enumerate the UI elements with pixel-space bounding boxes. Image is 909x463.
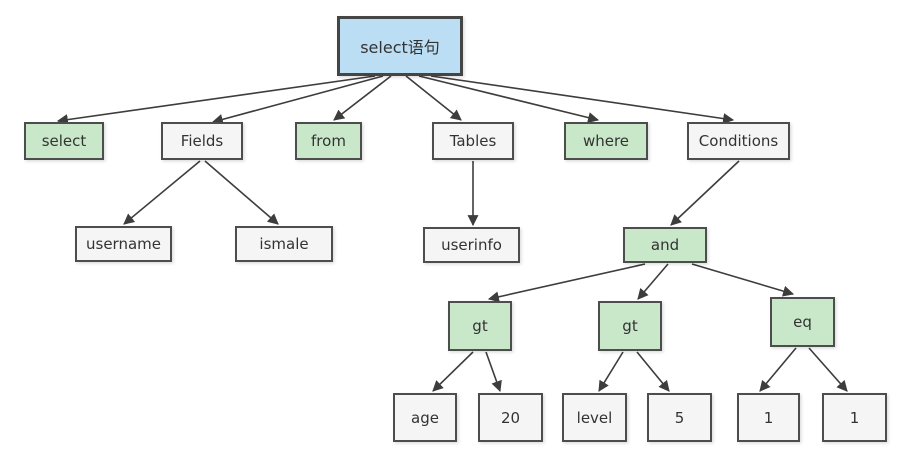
node-conditions: Conditions	[687, 122, 790, 160]
edge-eq-1a	[759, 347, 797, 392]
edge-root-from	[333, 75, 392, 121]
edge-gt1-age	[432, 351, 474, 392]
node-value-5: 5	[647, 393, 712, 442]
edge-and-gt2	[637, 263, 669, 300]
node-userinfo: userinfo	[423, 227, 520, 263]
node-select-keyword: select	[24, 122, 104, 160]
edge-fields-ismale	[204, 160, 279, 225]
edge-gt2-5	[636, 351, 670, 392]
node-age: age	[393, 393, 457, 442]
node-eq-operator: eq	[770, 297, 835, 347]
node-value-20: 20	[478, 393, 543, 442]
node-level: level	[562, 393, 627, 442]
edge-root-fields	[211, 75, 384, 125]
node-where-keyword: where	[564, 122, 648, 160]
node-value-1-left: 1	[737, 393, 800, 442]
edge-root-conditions	[430, 75, 735, 125]
edge-root-tables	[405, 75, 462, 121]
edge-and-eq	[691, 263, 795, 297]
edge-eq-1b	[808, 347, 848, 392]
node-from-keyword: from	[295, 122, 362, 160]
node-and-operator: and	[623, 227, 707, 263]
node-username: username	[75, 226, 172, 262]
edge-fields-username	[123, 160, 201, 225]
node-select-statement-root: select语句	[337, 16, 463, 76]
edge-gt2-level	[598, 351, 624, 392]
edge-gt1-20	[485, 351, 502, 393]
edge-conditions-and	[670, 160, 740, 226]
node-gt-operator-1: gt	[448, 301, 512, 351]
node-tables: Tables	[432, 122, 514, 160]
node-ismale: ismale	[235, 226, 333, 262]
node-gt-operator-2: gt	[598, 301, 662, 351]
edge-root-where	[418, 75, 600, 123]
edge-root-select	[56, 75, 376, 126]
edge-and-gt1	[487, 263, 646, 303]
node-fields: Fields	[161, 122, 243, 160]
node-value-1-right: 1	[822, 393, 887, 442]
